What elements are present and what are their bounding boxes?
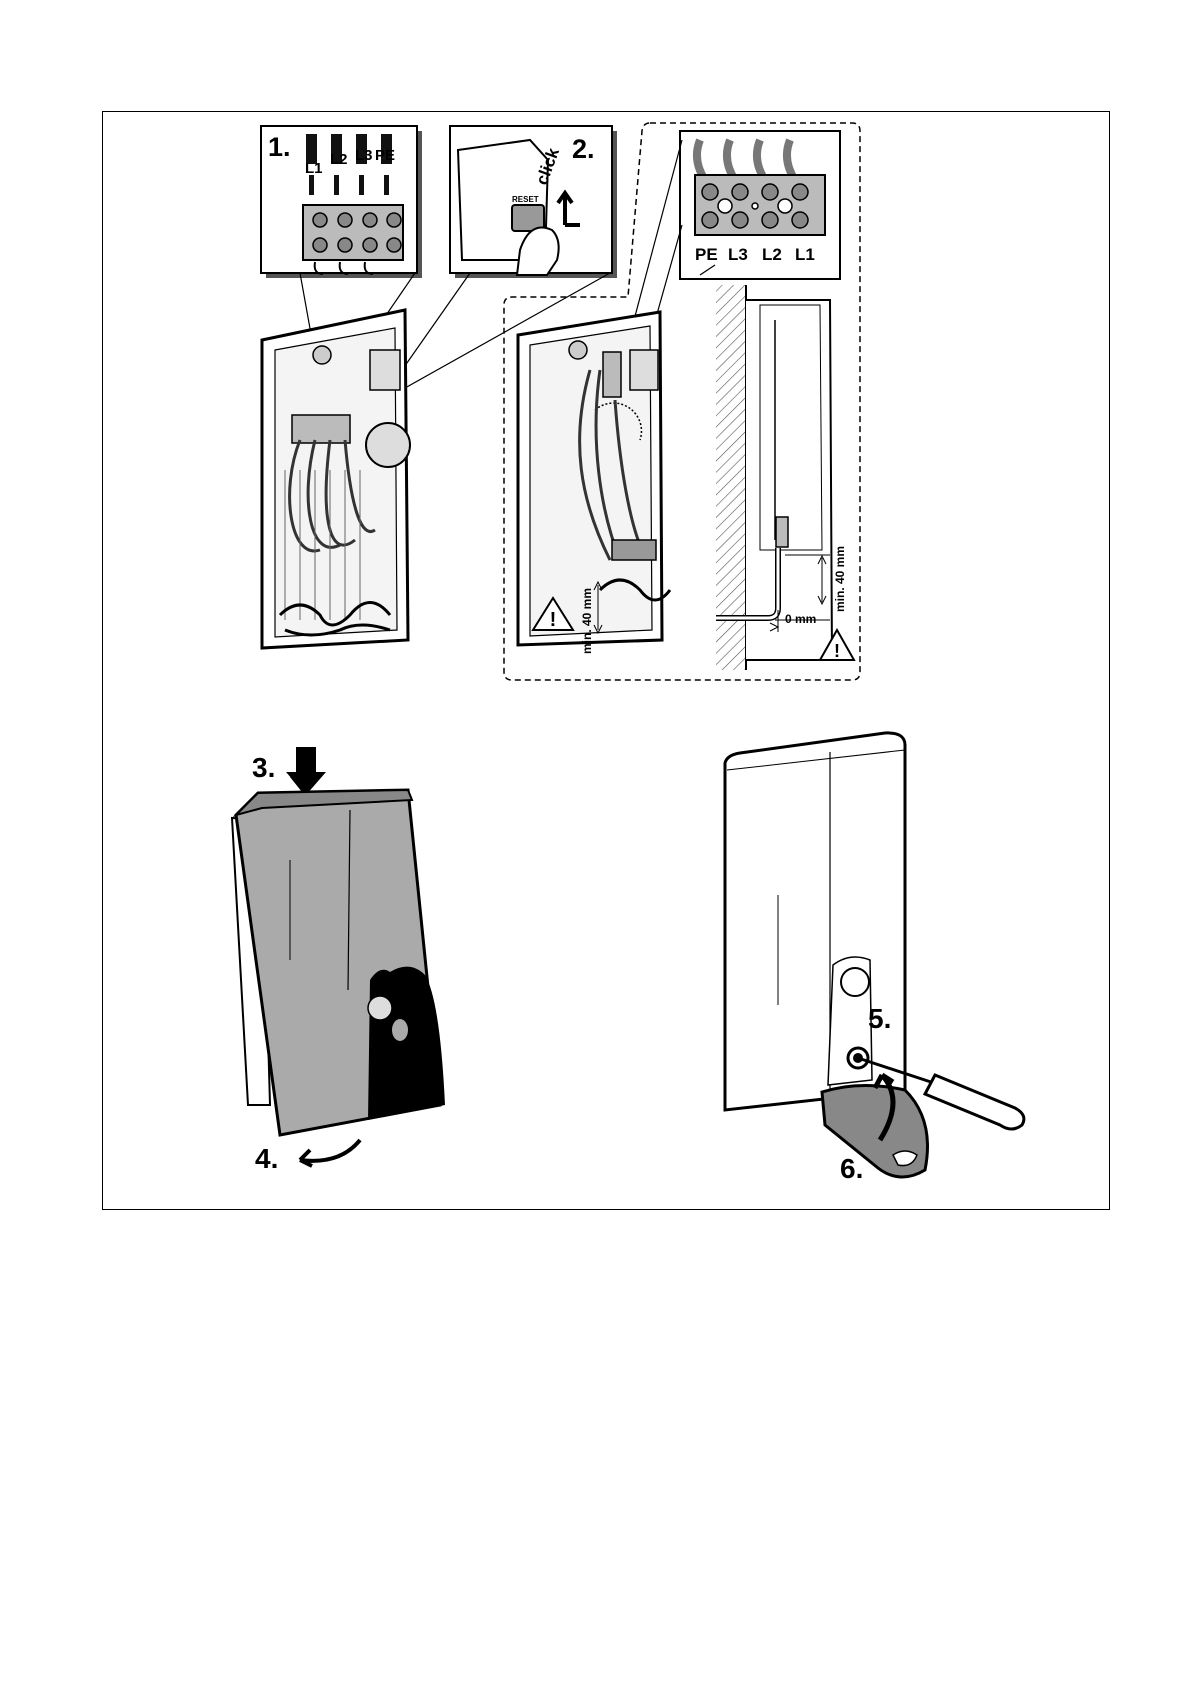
open-heater-unit-middle xyxy=(518,312,670,645)
min-distance-right-label: min. 40 mm xyxy=(833,546,847,612)
reset-label: RESET xyxy=(512,195,539,204)
step-6-number: 6. xyxy=(840,1153,863,1184)
step-4-number: 4. xyxy=(255,1143,278,1174)
terminal-label-top: L2 xyxy=(330,151,348,168)
terminal-label-detail: PE xyxy=(695,245,718,264)
terminal-label-top: L3 xyxy=(355,147,373,164)
cover-placement xyxy=(232,747,445,1166)
terminal-label-detail: L1 xyxy=(795,245,815,264)
terminal-label-top: L1 xyxy=(305,160,323,177)
rotate-arrow-icon xyxy=(300,1140,360,1166)
arrow-down-icon xyxy=(286,747,326,795)
step-1-number: 1. xyxy=(268,132,291,162)
step-5-number: 5. xyxy=(868,1003,891,1034)
step-2-number: 2. xyxy=(572,134,595,164)
warning-symbol: ! xyxy=(834,641,840,661)
terminal-label-detail: L3 xyxy=(728,245,748,264)
step-3-number: 3. xyxy=(252,752,275,783)
terminal-label-detail: L2 xyxy=(762,245,782,264)
terminal-label-top: PE xyxy=(375,147,395,164)
open-heater-unit-left xyxy=(262,310,410,648)
closed-unit xyxy=(725,733,1024,1177)
min-distance-left-label: min. 40 mm xyxy=(580,588,594,654)
zero-distance-label: 0 mm xyxy=(785,612,816,626)
warning-symbol: ! xyxy=(550,609,557,631)
